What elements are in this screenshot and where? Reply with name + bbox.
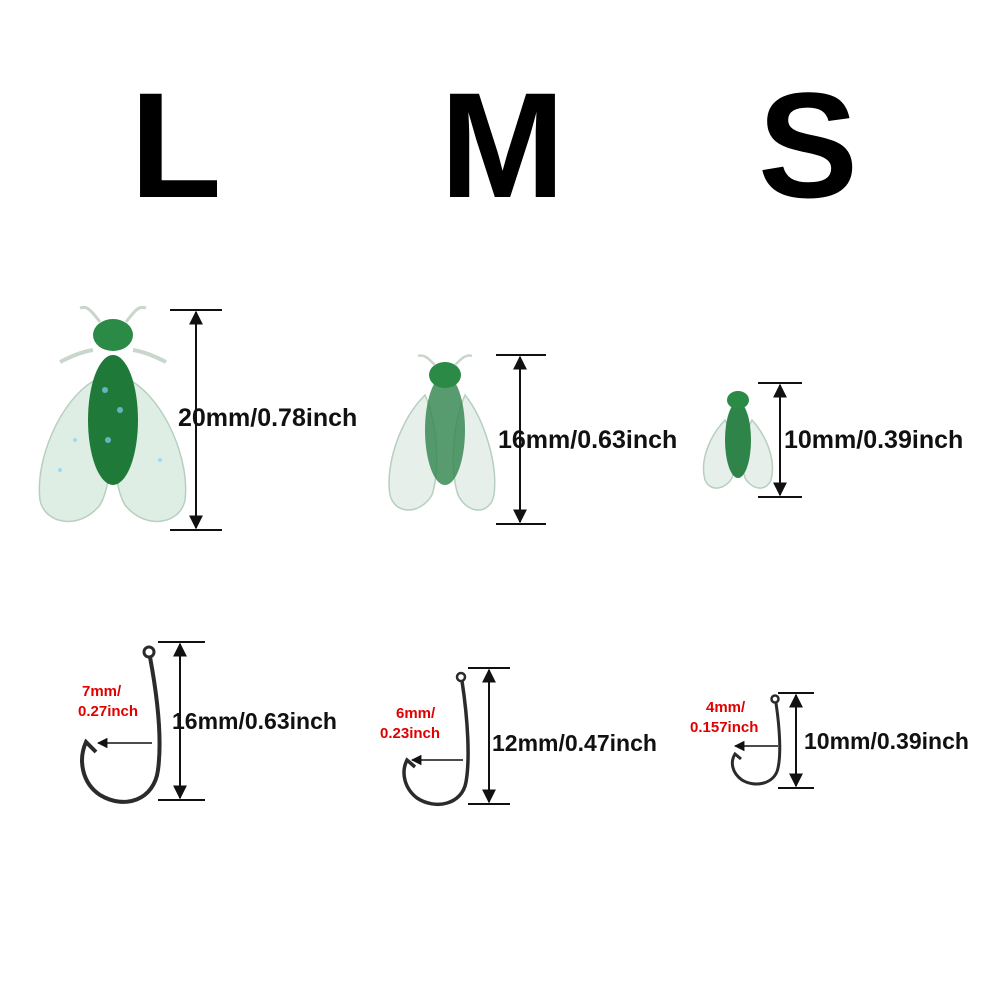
small-hook-length-label: 10mm/0.39inch [804, 728, 969, 754]
medium-hook-gap-label: 6mm/ 0.23inch [380, 704, 440, 744]
large-hook [80, 645, 162, 804]
large-lure-body [88, 355, 138, 485]
small-fly-lure [702, 391, 774, 489]
small-lure-dimension-line [758, 382, 802, 498]
small-hook-dimension-lines [733, 692, 814, 789]
medium-hook-gap-inch: 0.23inch [380, 725, 441, 742]
medium-lure-length-label: 16mm/0.63inch [498, 426, 678, 454]
large-lure-legs [59, 348, 167, 364]
large-fly-lure [38, 305, 187, 522]
small-lure-length-label: 10mm/0.39inch [784, 426, 964, 454]
large-lure-dimension-line [170, 309, 222, 531]
medium-hook-dimension-lines [410, 667, 510, 805]
size-letter-small: S [758, 61, 859, 229]
medium-lure-head [429, 362, 461, 388]
medium-lure-dimension-line [496, 354, 546, 525]
large-lure-length-label: 20mm/0.78inch [178, 404, 358, 432]
small-hook-gap-mm: 4mm/ [706, 699, 746, 716]
medium-fly-lure [388, 354, 496, 511]
large-hook-dimension-lines [96, 641, 205, 801]
medium-hook-gap-mm: 6mm/ [396, 705, 436, 722]
small-hook [730, 694, 782, 786]
small-hook-gap-label: 4mm/ 0.157inch [690, 698, 758, 738]
large-lure-head [93, 319, 133, 351]
large-hook-gap-inch: 0.27inch [78, 703, 139, 720]
small-lure-body [725, 402, 751, 478]
large-hook-length-label: 16mm/0.63inch [172, 708, 337, 734]
large-hook-gap-mm: 7mm/ [82, 683, 122, 700]
medium-lure-antennae [417, 354, 473, 366]
medium-hook-length-label: 12mm/0.47inch [492, 730, 657, 756]
large-hook-gap-label: 7mm/ 0.27inch [78, 682, 138, 722]
medium-hook [402, 671, 470, 807]
small-lure-head [727, 391, 749, 409]
size-letter-large: L [130, 61, 222, 229]
size-letter-medium: M [440, 61, 565, 229]
small-hook-gap-inch: 0.157inch [690, 719, 759, 736]
medium-lure-body [425, 375, 465, 485]
large-lure-antennae [79, 305, 147, 323]
